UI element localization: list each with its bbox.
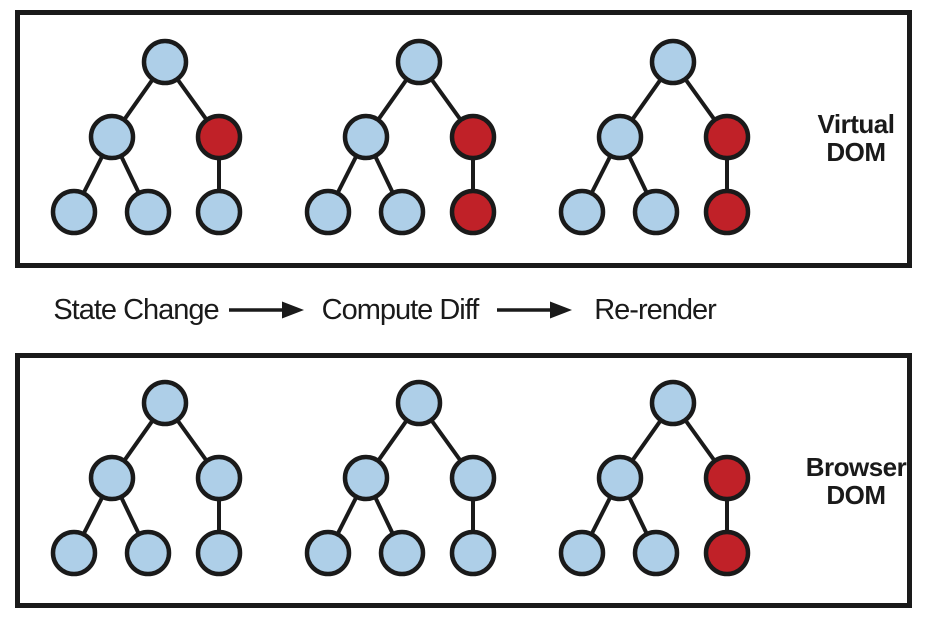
tree-node [558, 529, 606, 577]
tree-node [558, 188, 606, 236]
browser-dom-label-line1: Browser [805, 452, 907, 482]
tree-node [88, 113, 136, 161]
tree-node-changed [195, 113, 243, 161]
flow-step-re-render: Re-render [594, 294, 717, 326]
virtual-dom-label-line1: Virtual [817, 109, 895, 139]
tree-node [449, 529, 497, 577]
tree-node [50, 188, 98, 236]
tree-node [304, 188, 352, 236]
arrow-right-icon [497, 301, 572, 319]
virtual-dom-tree-1 [50, 34, 260, 236]
tree-node [649, 38, 697, 86]
tree-node-changed [703, 454, 751, 502]
browser-dom-tree-1 [50, 375, 260, 577]
tree-node-changed [703, 113, 751, 161]
tree-node [378, 188, 426, 236]
tree-node [395, 38, 443, 86]
flow-step-state-change: State Change [53, 294, 219, 326]
tree-node [449, 454, 497, 502]
tree-node [141, 379, 189, 427]
virtual-dom-label-line2: DOM [826, 137, 886, 167]
browser-dom-box: Browser DOM [15, 353, 912, 608]
tree-node [632, 529, 680, 577]
browser-dom-label: Browser DOM [776, 453, 928, 509]
tree-node [195, 188, 243, 236]
tree-node [88, 454, 136, 502]
virtual-dom-tree-2 [304, 34, 514, 236]
tree-node [378, 529, 426, 577]
browser-dom-label-line2: DOM [826, 480, 886, 510]
tree-node [124, 188, 172, 236]
tree-node-changed [449, 188, 497, 236]
tree-node-changed [703, 188, 751, 236]
tree-node [141, 38, 189, 86]
browser-dom-tree-3 [558, 375, 768, 577]
tree-node [195, 454, 243, 502]
tree-node [124, 529, 172, 577]
tree-node [649, 379, 697, 427]
tree-node [632, 188, 680, 236]
flow-step-compute-diff: Compute Diff [321, 294, 480, 326]
tree-node [195, 529, 243, 577]
tree-node-changed [703, 529, 751, 577]
tree-node [596, 113, 644, 161]
tree-node-changed [449, 113, 497, 161]
tree-node [342, 113, 390, 161]
tree-node [596, 454, 644, 502]
browser-dom-tree-2 [304, 375, 514, 577]
virtual-dom-label: Virtual DOM [776, 110, 928, 166]
tree-node [342, 454, 390, 502]
tree-node [304, 529, 352, 577]
tree-node [50, 529, 98, 577]
virtual-dom-tree-3 [558, 34, 768, 236]
virtual-dom-box: Virtual DOM [15, 10, 912, 268]
arrow-right-icon [229, 301, 304, 319]
tree-node [395, 379, 443, 427]
